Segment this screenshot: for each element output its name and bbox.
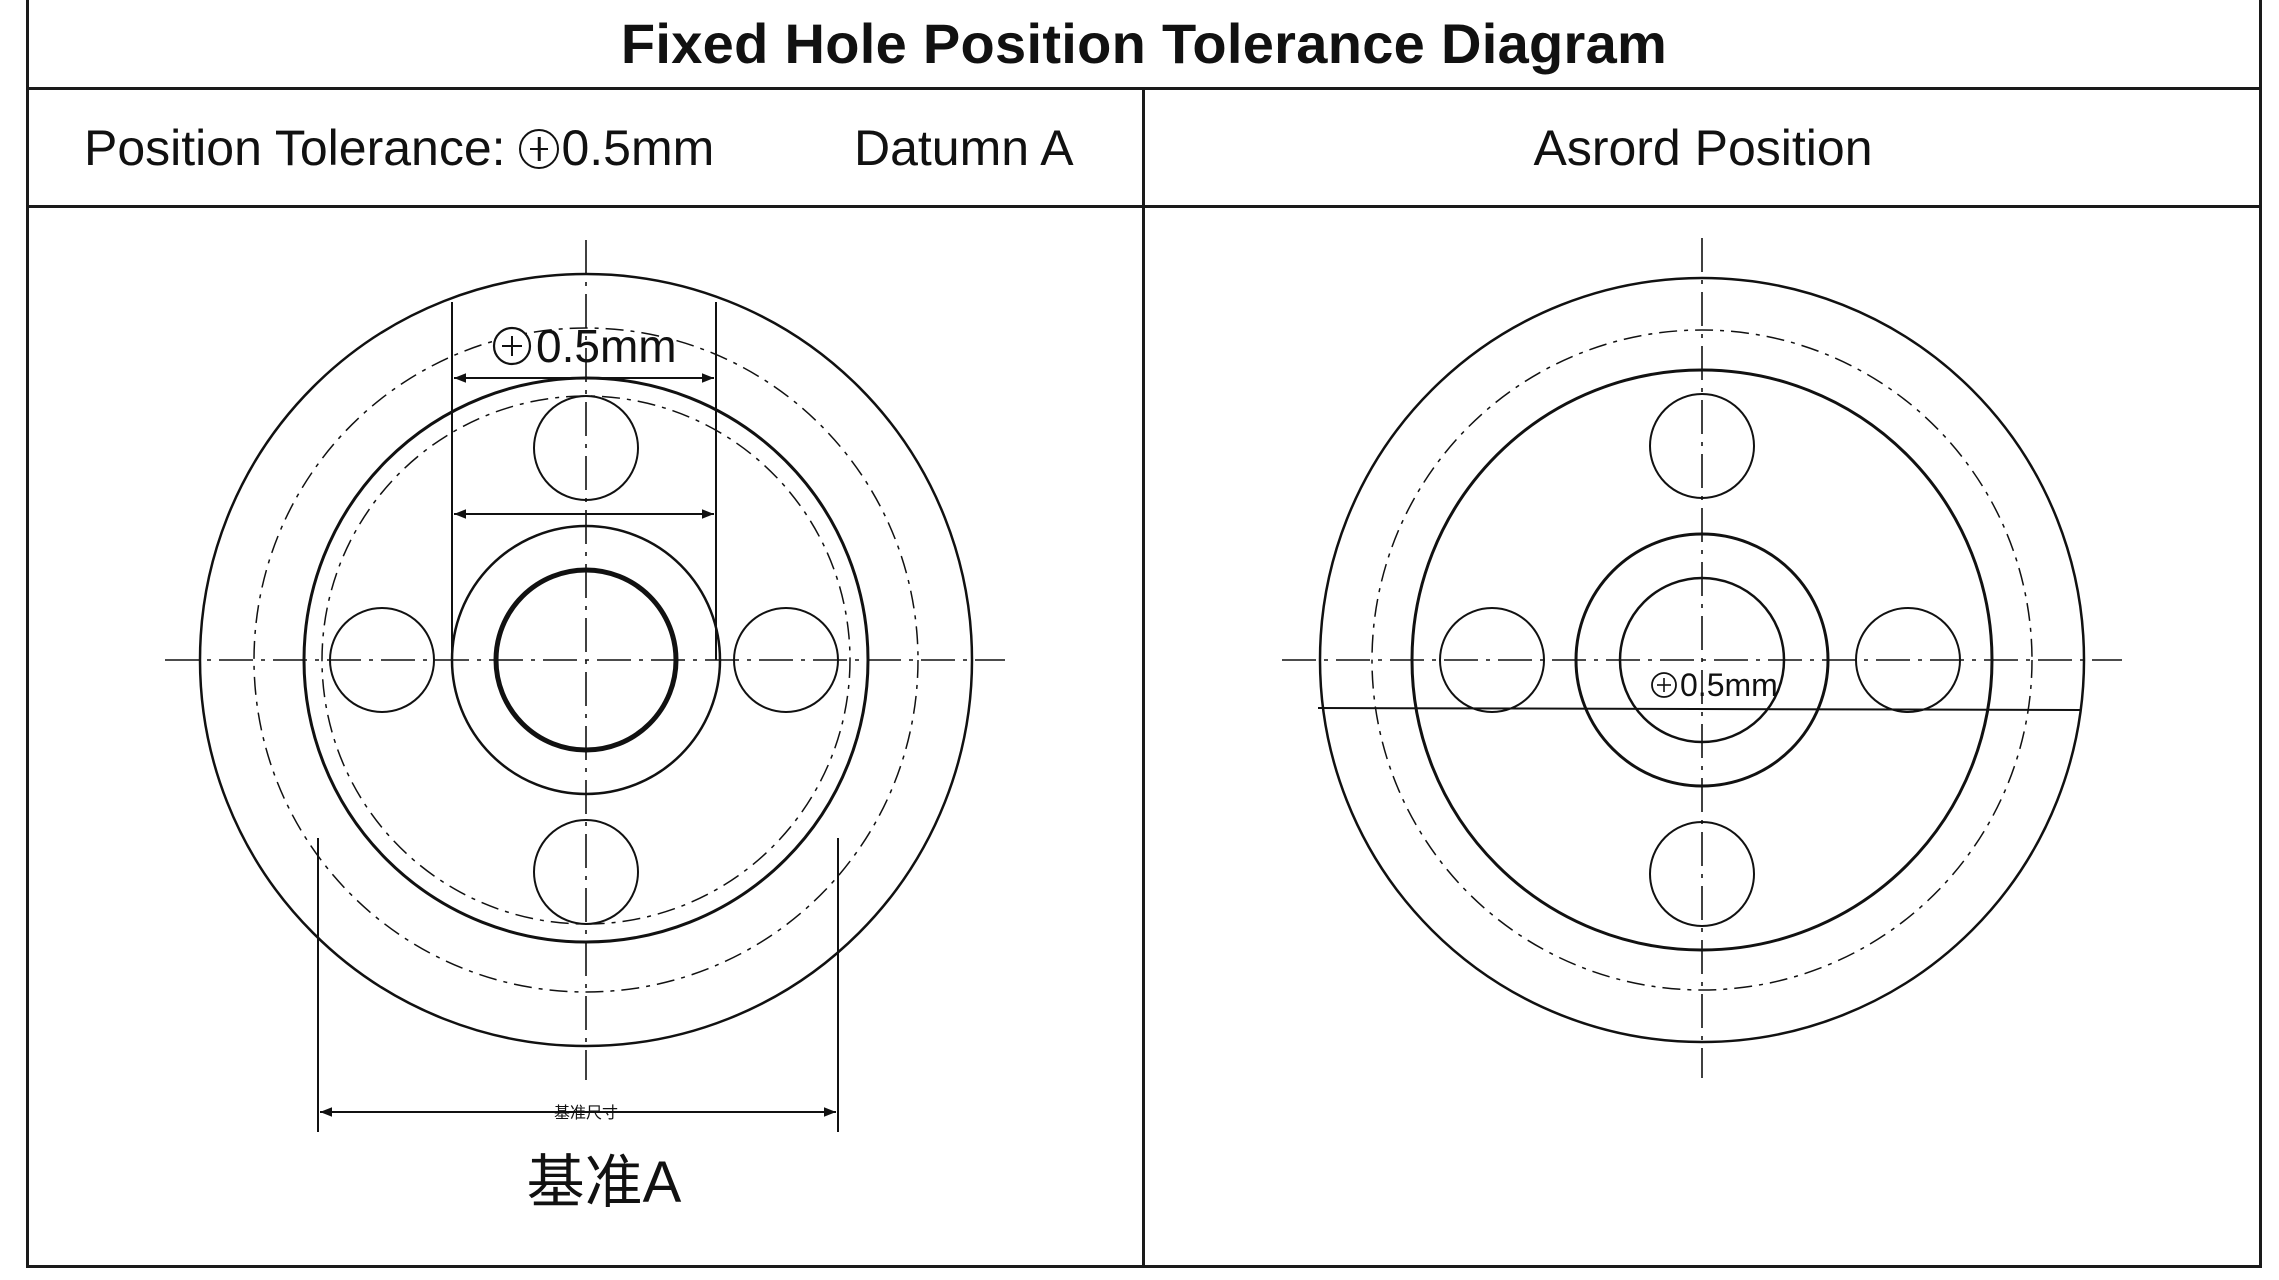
left-outer-dashed-circle — [253, 327, 919, 993]
right-dim-line — [1317, 707, 2081, 711]
left-bolt-hole-left — [329, 607, 435, 713]
position-symbol-icon — [519, 128, 560, 169]
left-bore-circle — [493, 567, 679, 753]
right-bore-circle — [1618, 576, 1786, 744]
position-tolerance-spec: Position Tolerance: 0.5mm — [84, 119, 714, 177]
right-dim-label: 0.5mm — [1680, 667, 1778, 703]
right-outer-circle — [1318, 276, 2086, 1044]
right-part-view — [1282, 238, 2122, 1078]
left-bolt-circle — [321, 395, 851, 925]
position-tolerance-value: 0.5mm — [561, 119, 715, 176]
right-bolt-hole-top — [1649, 393, 1755, 499]
right-hub-circle — [1574, 532, 1830, 788]
diagram-title: Fixed Hole Position Tolerance Diagram — [620, 12, 1668, 75]
left-datum-label: 基准A — [527, 1150, 682, 1215]
position-tolerance-label: Position Tolerance: — [84, 119, 506, 176]
right-bolt-hole-left — [1439, 607, 1545, 713]
column-divider — [1142, 90, 1145, 1268]
left-bolt-hole-right — [733, 607, 839, 713]
right-view-title: Asrord Position — [1533, 119, 1873, 176]
left-bottom-dim-text: 基准尺寸 — [554, 1104, 618, 1122]
title-row: Fixed Hole Position Tolerance Diagram — [26, 0, 2262, 90]
right-bolt-hole-bottom — [1649, 821, 1755, 927]
left-dim-label: 0.5mm — [536, 320, 677, 372]
header-right-cell: Asrord Position — [1144, 90, 2262, 205]
left-bolt-hole-top — [533, 395, 639, 501]
left-bolt-hole-bottom — [533, 819, 639, 925]
right-outer-dashed-circle — [1371, 329, 2033, 991]
left-dim-label-group: 0.5mm — [492, 320, 677, 372]
right-flange-circle — [1410, 368, 1994, 952]
left-part-view — [165, 240, 1005, 1132]
right-dim-label-group: 0.5mm — [1651, 667, 1778, 703]
datum-label: Datumn A — [854, 119, 1074, 176]
header-left-cell: Position Tolerance: 0.5mm Datumn A — [26, 90, 1144, 205]
left-outer-circle — [198, 272, 974, 1048]
right-bolt-hole-right — [1855, 607, 1961, 713]
